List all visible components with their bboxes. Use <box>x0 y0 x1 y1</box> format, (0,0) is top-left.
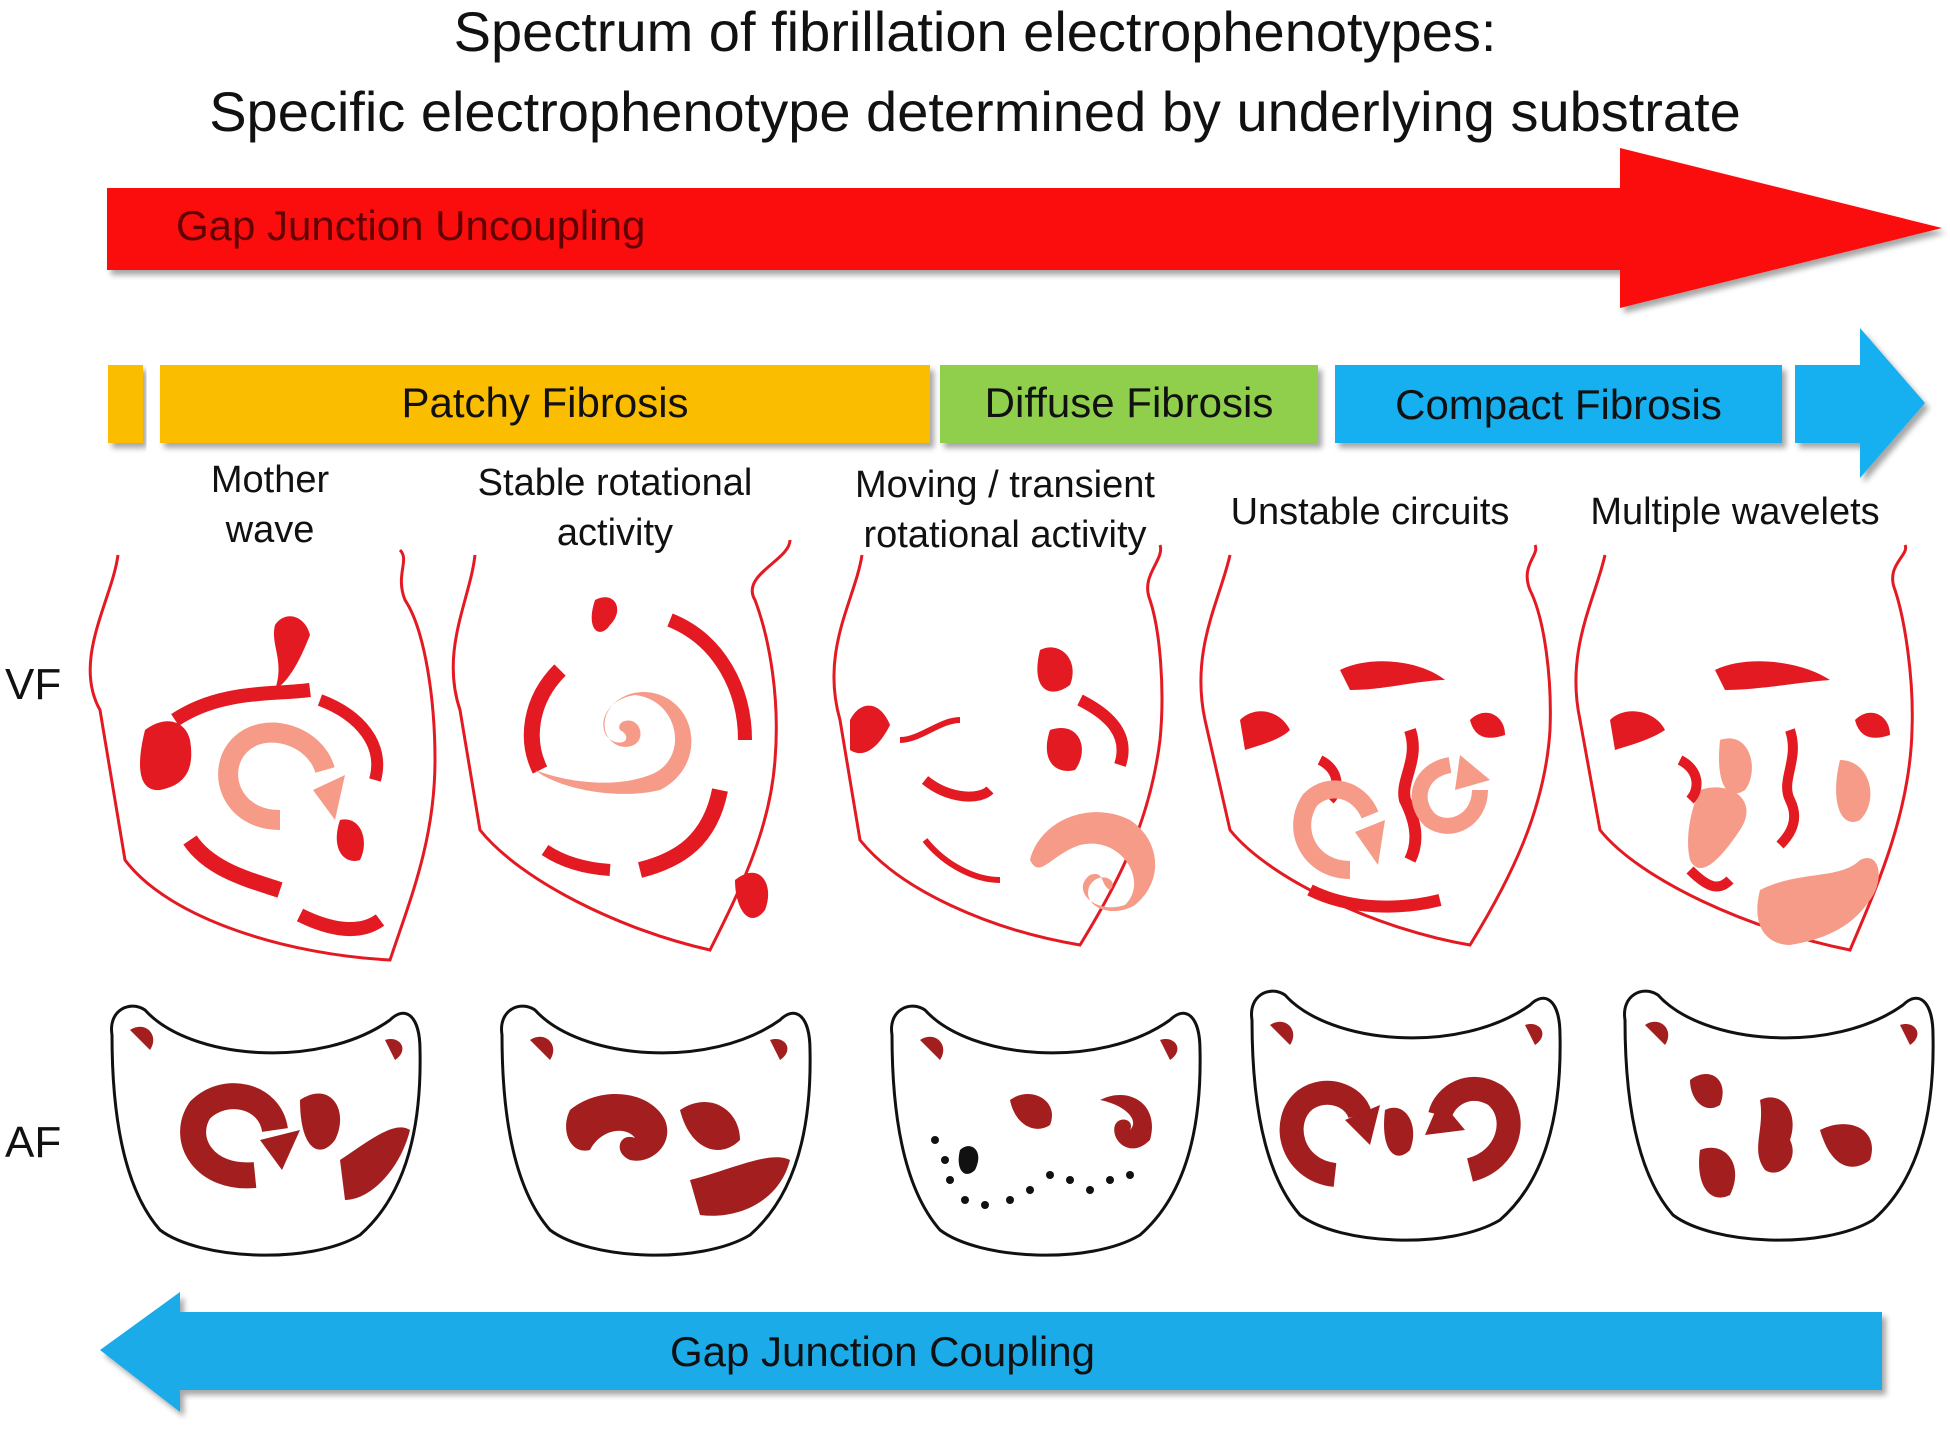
af-panel-moving-rotation <box>890 1004 1202 1257</box>
vf-panel-multiple-wavelets <box>1574 544 1914 952</box>
diffuse-fibrosis-bar <box>940 365 1318 443</box>
diffuse-fibrosis-label: Diffuse Fibrosis <box>984 379 1274 426</box>
column-label-moving-rotation: Moving / transient rotational activity <box>855 464 1155 556</box>
column-label-unstable-circuits: Unstable circuits <box>1230 491 1510 533</box>
patchy-fibrosis-bar <box>160 365 930 443</box>
column-label-mother-wave: Mother wave <box>210 459 330 551</box>
af-panel-multiple-wavelets <box>1623 989 1935 1242</box>
row-label-af: AF <box>5 1118 62 1167</box>
vf-panel-unstable-circuits <box>1199 544 1552 947</box>
patchy-fibrosis-label: Patchy Fibrosis <box>401 379 689 426</box>
af-panel-unstable-circuits <box>1250 989 1562 1242</box>
uncoupling-arrow <box>107 148 1942 308</box>
compact-fibrosis-bar <box>1335 365 1782 443</box>
coupling-arrow-label: Gap Junction Coupling <box>670 1328 1095 1375</box>
diagram-title-line-2: Specific electrophenotype determined by … <box>209 80 1741 143</box>
vf-panel-stable-rotation <box>451 539 792 952</box>
af-panel-mother-wave <box>110 1004 422 1257</box>
af-panel-stable-rotation <box>500 1004 812 1257</box>
column-label-stable-rotation: Stable rotational activity <box>477 462 753 554</box>
coupling-arrow <box>100 1292 1882 1412</box>
diagram-title-line-1: Spectrum of fibrillation electrophenotyp… <box>453 0 1497 63</box>
vf-panel-moving-rotation <box>832 544 1164 947</box>
row-label-vf: VF <box>5 660 62 709</box>
column-label-multiple-wavelets: Multiple wavelets <box>1590 491 1880 533</box>
patchy-fibrosis-stub <box>108 365 143 443</box>
uncoupling-arrow-label: Gap Junction Uncoupling <box>176 202 646 249</box>
compact-fibrosis-arrowhead <box>1795 328 1925 478</box>
vf-panel-mother-wave <box>88 548 437 962</box>
compact-fibrosis-label: Compact Fibrosis <box>1395 381 1722 428</box>
